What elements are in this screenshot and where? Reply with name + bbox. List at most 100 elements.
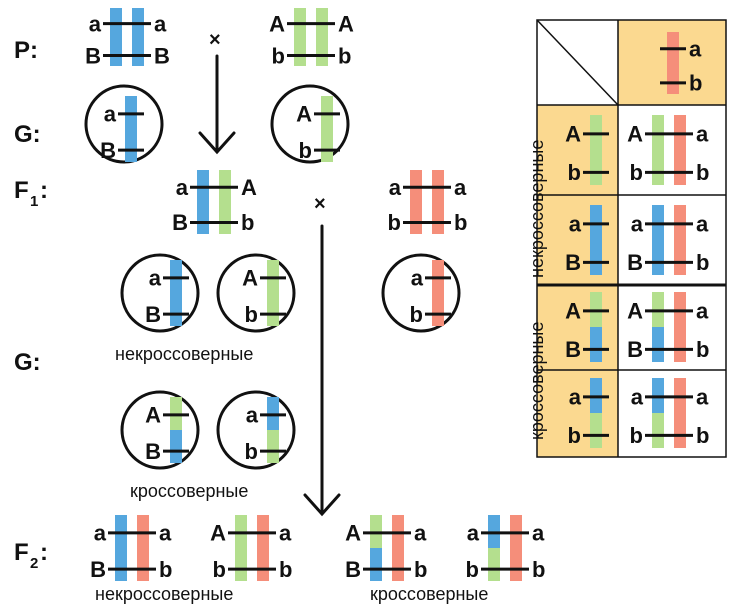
table-header-gamete-ab: ab [660,32,702,96]
allele-label: a [631,385,644,410]
allele-label: B [627,250,643,275]
chromosome-gamete-ab: ab [410,260,451,327]
chromosome-segment [170,430,182,463]
allele-label: b [568,423,581,448]
allele-label: b [241,210,254,235]
allele-label: a [696,299,709,324]
allele-label: a [569,212,582,237]
allele-label: b [630,160,643,185]
chromosome-segment [488,548,500,581]
gamete-circle-f1-AB [120,390,200,470]
caption-g2-crossover: кроссоверные [130,481,248,501]
label-f2-subscript: 2 [30,555,38,572]
allele-label: a [246,403,259,428]
chromosome-segment [674,150,686,185]
label-p: P: [14,37,38,64]
gamete-circle-f1-aB [120,253,200,333]
allele-label: b [696,337,709,362]
allele-label: a [94,521,107,546]
label-f1-letter: F [14,177,29,204]
allele-label: B [154,43,170,68]
allele-label: B [565,337,581,362]
table-row-header-4 [537,370,618,457]
chromosome-segment [321,129,333,162]
allele-label: a [411,266,424,291]
allele-label: a [454,175,467,200]
chromosome-segment [235,548,247,581]
allele-label: b [454,210,467,235]
allele-label: A [269,11,285,36]
chromosome-segment [590,240,602,275]
table-row-header-2 [537,195,618,285]
chromosome-segment [410,202,422,234]
chromosome-figures: aBaBAbAbaBAbaBAbababaBAbabABabaBabAbabAB… [85,8,709,582]
table-row-gamete-AB: AB [565,292,609,362]
allele-label: a [389,175,402,200]
allele-label: b [630,423,643,448]
table-row-header-1 [537,105,618,195]
allele-label: a [176,175,189,200]
chromosome-segment [652,150,664,185]
gamete-circles [84,84,461,470]
chromosome-segment [125,129,137,162]
allele-label: a [89,11,102,36]
allele-label: b [696,160,709,185]
allele-label: B [172,210,188,235]
allele-label: A [242,266,258,291]
allele-label: b [568,160,581,185]
gamete-circle-f1-Ab [216,253,296,333]
allele-label: a [149,266,162,291]
allele-label: A [345,521,361,546]
chromosome-segment [652,413,664,448]
allele-label: b [299,138,312,163]
chromosome-gamete-Ab: Ab [242,260,286,327]
chromosome-segment [392,548,404,581]
allele-label: a [159,521,172,546]
caption-f2-crossover: кроссоверные [370,584,488,604]
allele-label: A [338,11,354,36]
label-f2-letter: F [14,539,29,566]
chromosome-segment [219,202,231,234]
chromosome-segment [267,430,279,463]
allele-label: b [532,557,545,582]
label-f2-colon: : [40,539,48,566]
allele-label: b [410,302,423,327]
table-diagonal [536,19,619,106]
allele-label: a [696,122,709,147]
chromosome-gamete-AB-crossover: AB [145,397,189,464]
table-caption-crossover: кроссоверные [527,322,547,440]
gamete-circle-f1-ab [381,253,461,333]
allele-label: b [696,423,709,448]
chromosome-segment [294,37,306,66]
gamete-circle-p2 [270,84,350,164]
allele-label: b [245,439,258,464]
allele-label: A [210,521,226,546]
cross-symbol-f1: × [314,193,326,215]
allele-label: a [696,212,709,237]
allele-label: b [466,557,479,582]
chromosome-gamete-p1: aB [100,96,144,163]
table-row-gamete-aB: aB [565,205,609,275]
table-grid-lines [536,19,727,458]
allele-label: b [272,43,285,68]
caption-g2-noncrossover: некроссоверные [115,344,253,364]
allele-label: A [241,175,257,200]
allele-label: A [565,122,581,147]
chromosome-segment [267,293,279,326]
caption-f2-noncrossover: некроссоверные [95,584,233,604]
chromosome-gamete-ab-crossover: ab [245,397,286,464]
allele-label: b [338,43,351,68]
allele-label: A [565,299,581,324]
label-g-gametes-1: G: [14,121,41,148]
arrow-f1-to-f2 [303,224,341,517]
allele-label: B [145,439,161,464]
chromosome-segment [197,202,209,234]
chromosome-gamete-aB: aB [145,260,189,327]
